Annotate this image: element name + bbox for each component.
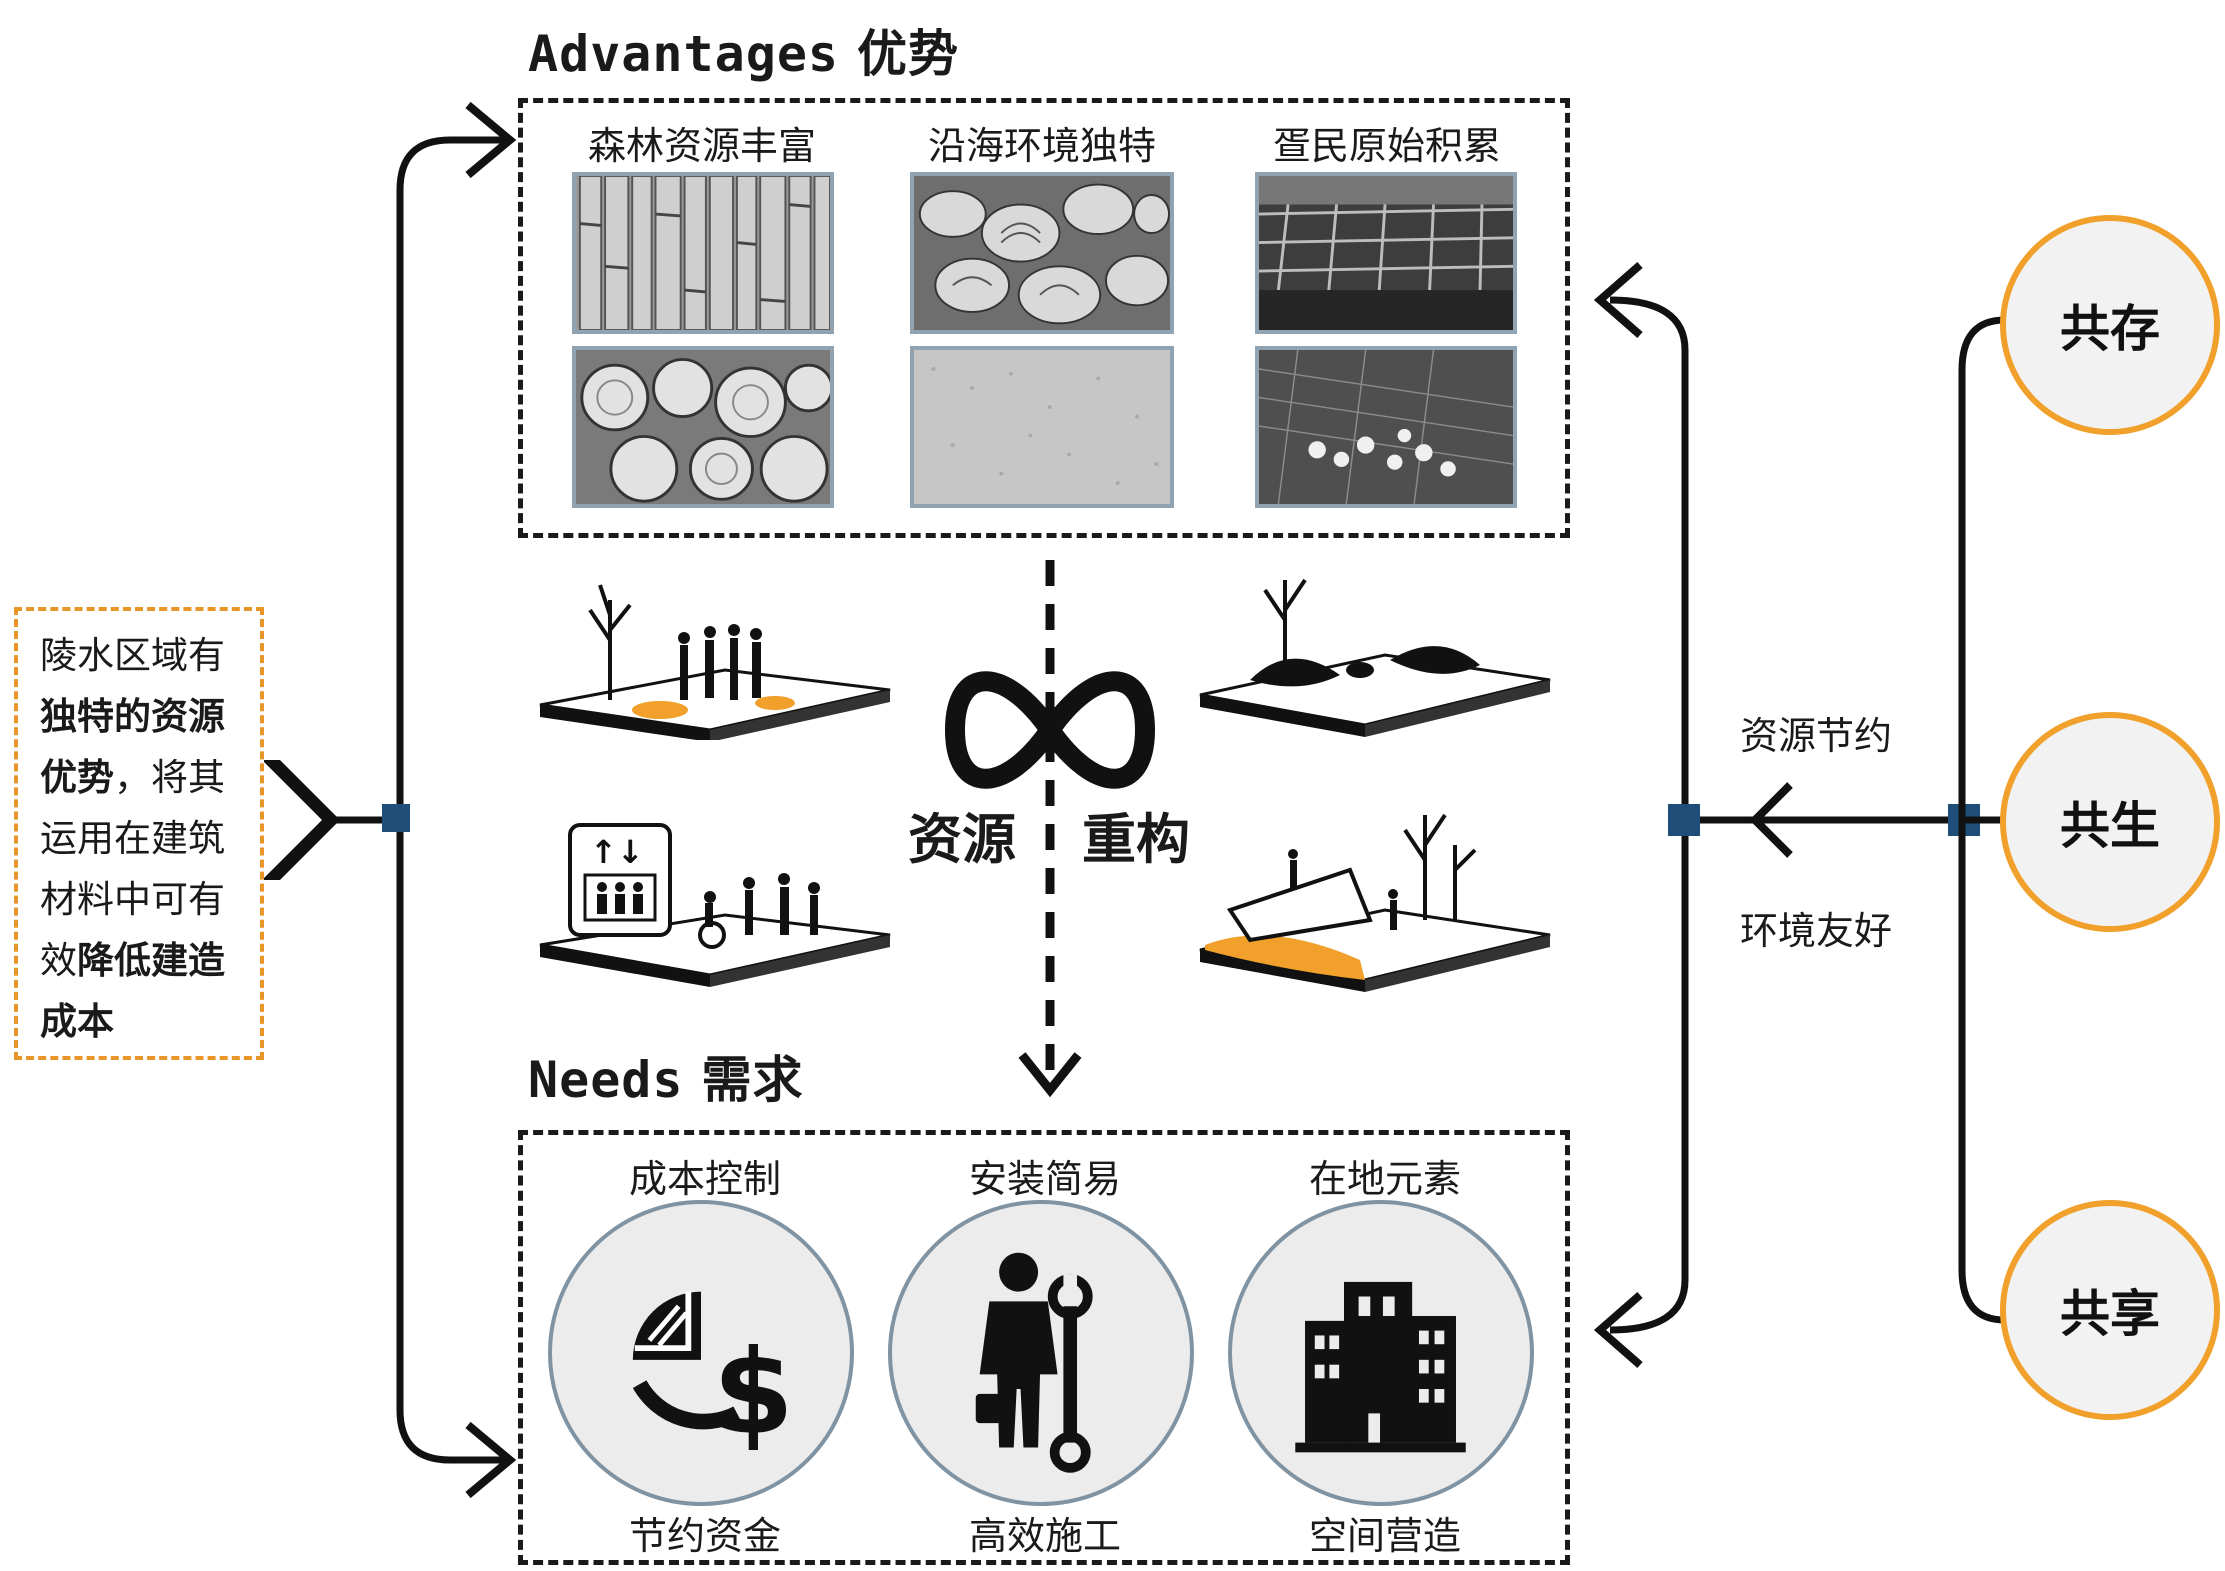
center-word-resource: 资源 [908, 808, 1016, 871]
bamboo-poles-photo [572, 172, 834, 334]
fishing-net-photo [1255, 346, 1517, 508]
easy-install-circle [888, 1200, 1194, 1506]
left-node-square [382, 804, 410, 832]
left-note-line-6: 效降低建造 [40, 939, 225, 982]
left-note-line-5: 材料中可有 [40, 878, 225, 921]
seating-pods-illustration [1199, 578, 1551, 737]
circle-coexist: 共存 [2000, 215, 2220, 435]
plaza-people-illustration [539, 584, 891, 740]
need-label-easy-install: 安装简易 [968, 1157, 1121, 1201]
log-stack-photo [572, 346, 834, 508]
need-label-efficient-construction: 高效施工 [968, 1514, 1121, 1558]
need-label-cost-control: 成本控制 [628, 1157, 781, 1201]
infinity-icon [944, 671, 1156, 789]
center-word-restructure: 重构 [1082, 808, 1190, 871]
worker-wrench-icon [975, 1252, 1093, 1473]
elevator-accessibility-illustration: ↑↓ [539, 823, 891, 987]
svg-text:$: $ [713, 1325, 794, 1461]
cost-chart-dollar-icon: $ [632, 1291, 794, 1461]
left-chevron-icon [262, 760, 340, 880]
circle-symbiosis: 共生 [2000, 712, 2220, 932]
left-note-line-3: 优势，将其 [40, 756, 225, 799]
svg-text:↑↓: ↑↓ [590, 833, 644, 871]
label-environment-friendly: 环境友好 [1740, 909, 1893, 953]
local-elements-circle [1228, 1200, 1534, 1506]
advantages-box [518, 98, 1570, 538]
building-icon [1295, 1281, 1466, 1453]
need-label-space-making: 空间营造 [1308, 1514, 1461, 1558]
seashells-photo [910, 172, 1174, 334]
left-note-box: 陵水区域有 独特的资源 优势，将其 运用在建筑 材料中可有 效降低建造 成本 [14, 607, 264, 1060]
label-resource-saving: 资源节约 [1740, 714, 1893, 758]
slope-terrain-illustration [1199, 813, 1551, 992]
need-label-local-elements: 在地元素 [1308, 1157, 1461, 1201]
left-note-line-4: 运用在建筑 [40, 817, 225, 860]
advantage-label-forest: 森林资源丰富 [587, 124, 816, 168]
left-note-line-7: 成本 [40, 1000, 114, 1043]
sand-photo [910, 346, 1174, 508]
right-node-square [1668, 804, 1700, 836]
fish-raft-photo [1255, 172, 1517, 334]
need-label-save-funds: 节约资金 [628, 1514, 781, 1558]
needs-box [518, 1130, 1570, 1565]
left-note-line-2: 独特的资源 [40, 695, 225, 738]
advantage-label-tanka: 疍民原始积累 [1272, 124, 1501, 168]
left-note-line-1: 陵水区域有 [40, 634, 225, 677]
cost-control-circle: $ [548, 1200, 854, 1506]
circle-sharing: 共享 [2000, 1200, 2220, 1420]
advantage-label-coast: 沿海环境独特 [927, 124, 1156, 168]
